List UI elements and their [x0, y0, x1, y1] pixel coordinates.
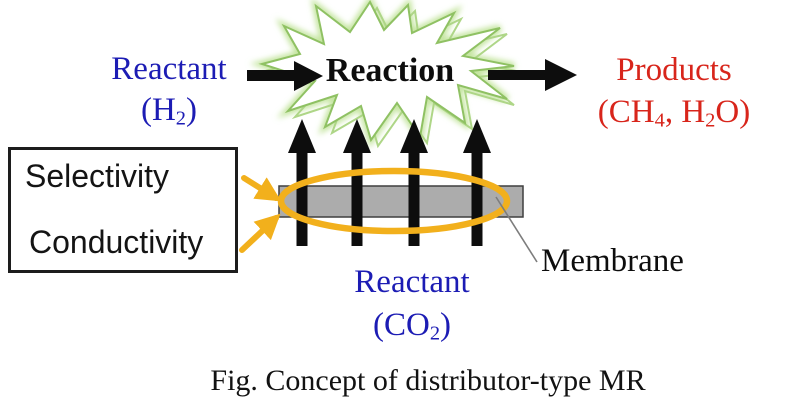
input-flow-arrow-icon: [247, 61, 323, 91]
membrane-bar: [278, 185, 524, 218]
reactant-co2-label: Reactant (CO2): [320, 261, 504, 356]
reactant-h2-formula: (H2): [140, 92, 198, 130]
conductivity-annotation-arrow: [239, 213, 281, 253]
reactant-co2-title: Reactant: [354, 264, 470, 300]
reaction-label: Reaction: [325, 52, 455, 89]
reactant-h2-label: Reactant (H2): [70, 49, 268, 140]
membrane-label: Membrane: [541, 243, 684, 279]
reaction-starburst-icon: [249, 0, 522, 149]
products-label: Products (CH4, H2O): [566, 49, 782, 142]
conductivity-label: Conductivity: [29, 224, 204, 260]
selectivity-label: Selectivity: [25, 158, 170, 194]
membrane-pointer-line: [495, 196, 538, 263]
annotation-arrows-icon: [239, 175, 282, 253]
products-formula: (CH4, H2O): [597, 94, 751, 132]
permeation-arrows-icon: [288, 119, 491, 246]
output-flow-arrow-icon: [488, 59, 577, 91]
products-title: Products: [616, 52, 732, 88]
reactant-h2-title: Reactant: [111, 51, 227, 87]
reactant-co2-formula: (CO2): [372, 307, 452, 345]
figure-caption: Fig. Concept of distributor-type MR: [210, 364, 646, 397]
selectivity-annotation-arrow: [241, 175, 282, 202]
properties-box: Selectivity Conductivity: [8, 147, 238, 273]
